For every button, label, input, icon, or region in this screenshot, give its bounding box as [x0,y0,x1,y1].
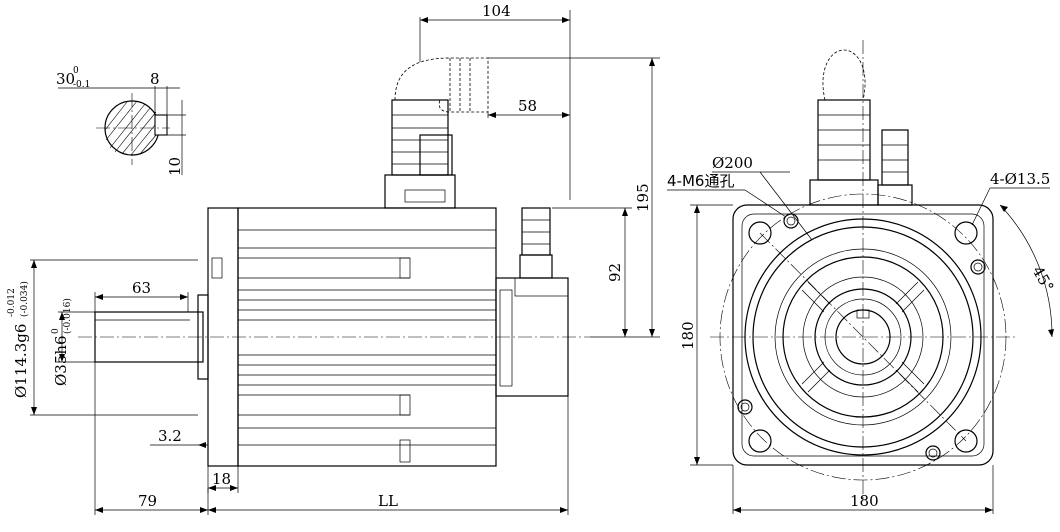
dim-shaft-dia-tol-lower: (-0.016) [62,298,73,334]
front-power-connector [809,49,879,206]
key-depth-tol-upper: 0 [73,66,79,76]
dim-bolt-circle: Ø200 [712,154,753,172]
thread-holes [737,213,986,461]
side-view: 104 58 195 92 63 Ø35h6 0 (- [7,2,660,515]
key-section-view: 30 0 -0.1 8 10 [56,66,186,176]
key-depth-tol-lower: -0.1 [73,80,90,90]
dim-58: 58 [518,97,537,115]
dim-shaft-dia-tol-upper: 0 [51,328,61,334]
dim-180-horizontal: 180 [850,492,879,510]
dim-104: 104 [482,2,511,20]
power-connector-base [384,174,456,209]
dim-thread-holes: 4-M6通孔 [667,172,734,190]
front-encoder-connector [877,129,913,206]
cooling-fins [238,229,496,463]
dim-63: 63 [132,279,151,297]
dim-angle: 45° [1029,263,1058,295]
dim-pilot-dia-tol-upper: -0.012 [7,288,17,317]
dim-pilot-dia: Ø114.3g6 [12,324,30,398]
dim-through-holes: 4-Ø13.5 [990,170,1050,188]
dim-3-2: 3.2 [158,427,182,445]
power-connector [391,99,453,176]
dim-18: 18 [212,470,231,488]
dim-pilot-dia-tol-lower: (-0.034) [19,281,30,317]
dim-shaft-dia: Ø35h6 [52,335,70,386]
front-view: 180 180 Ø200 4-M6通孔 4-Ø13.5 45° [667,40,1057,514]
dim-92: 92 [606,263,624,282]
dim-79: 79 [138,492,157,510]
key-height-dim: 10 [166,157,184,176]
dim-ll: LL [378,492,398,510]
dim-180-vertical: 180 [679,321,697,350]
elbow-connector [394,57,489,113]
encoder-connector [519,207,553,279]
key-depth-dim: 30 [56,70,75,88]
through-holes [748,221,978,453]
key-width-dim: 8 [150,70,160,88]
dim-195: 195 [634,183,652,212]
